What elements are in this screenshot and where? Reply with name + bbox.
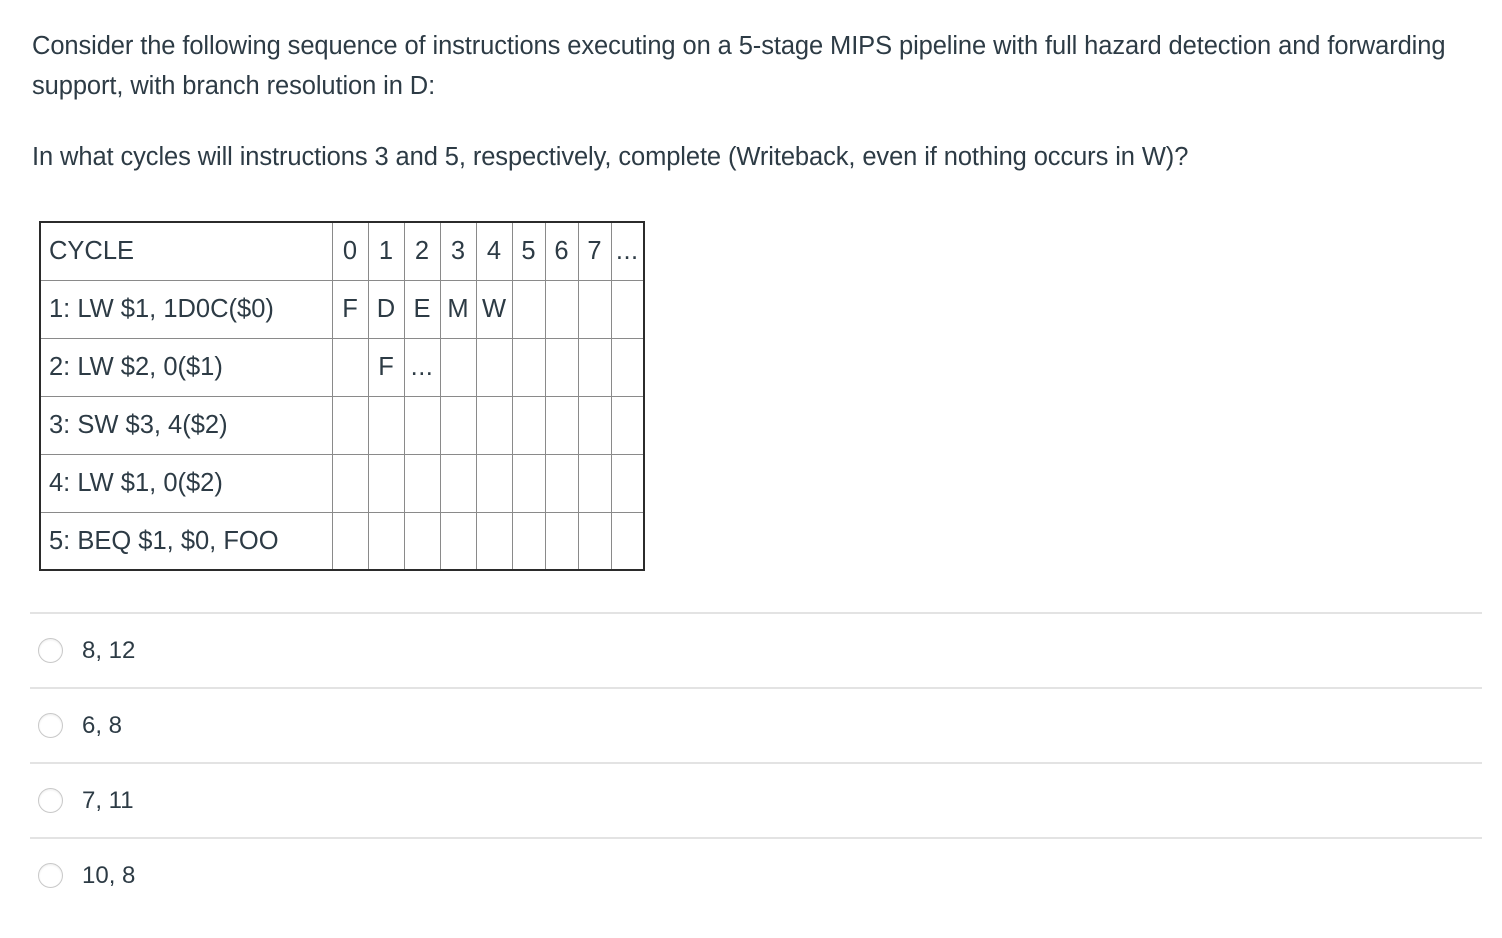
radio-button-option-1[interactable] xyxy=(38,638,63,663)
instruction-2-cycle-1: F xyxy=(367,337,405,397)
instruction-5-cycle-ellipsis xyxy=(610,511,645,571)
instruction-4-cycle-2 xyxy=(403,453,441,513)
instruction-3-cycle-2 xyxy=(403,395,441,455)
radio-button-option-4[interactable] xyxy=(38,863,63,888)
prompt-paragraph-1: Consider the following sequence of instr… xyxy=(32,32,1446,100)
instruction-4-cycle-4 xyxy=(475,453,513,513)
answer-option-2-label: 6, 8 xyxy=(82,711,123,739)
table-row: 5: BEQ $1, $0, FOO xyxy=(39,511,645,571)
table-row: 3: SW $3, 4($2) xyxy=(39,395,645,455)
header-cycle-1: 1 xyxy=(367,221,405,281)
instruction-3-cycle-5 xyxy=(511,395,546,455)
instruction-3-cycle-1 xyxy=(367,395,405,455)
question-prompt: Consider the following sequence of instr… xyxy=(32,26,1452,177)
instruction-1-cycle-4: W xyxy=(475,279,513,339)
answer-option-4[interactable]: 10, 8 xyxy=(30,837,1482,912)
pipeline-table-container: CYCLE 0 1 2 3 4 5 6 7 ... 1: LW $1, 1D0C… xyxy=(39,221,645,571)
instruction-4-cycle-0 xyxy=(331,453,369,513)
instruction-3-cycle-7 xyxy=(577,395,612,455)
header-cycle-label: CYCLE xyxy=(39,221,333,281)
instruction-1-cycle-0: F xyxy=(331,279,369,339)
table-row: 4: LW $1, 0($2) xyxy=(39,453,645,513)
instruction-1-cycle-ellipsis xyxy=(610,279,645,339)
instruction-4-cycle-ellipsis xyxy=(610,453,645,513)
instruction-3-cycle-6 xyxy=(544,395,579,455)
radio-button-option-3[interactable] xyxy=(38,788,63,813)
radio-button-option-2[interactable] xyxy=(38,713,63,738)
header-cycle-2: 2 xyxy=(403,221,441,281)
instruction-5-cycle-3 xyxy=(439,511,477,571)
header-cycle-3: 3 xyxy=(439,221,477,281)
instruction-2-cycle-6 xyxy=(544,337,579,397)
instruction-2-cycle-ellipsis xyxy=(610,337,645,397)
instruction-4-cycle-3 xyxy=(439,453,477,513)
answer-option-1[interactable]: 8, 12 xyxy=(30,612,1482,687)
instruction-2-cycle-7 xyxy=(577,337,612,397)
instruction-2-cycle-0 xyxy=(331,337,369,397)
answer-option-4-label: 10, 8 xyxy=(82,861,136,889)
instruction-1-cycle-7 xyxy=(577,279,612,339)
instruction-2-label: 2: LW $2, 0($1) xyxy=(39,337,333,397)
instruction-5-label: 5: BEQ $1, $0, FOO xyxy=(39,511,333,571)
instruction-1-cycle-5 xyxy=(511,279,546,339)
instruction-2-cycle-4 xyxy=(475,337,513,397)
instruction-5-cycle-5 xyxy=(511,511,546,571)
header-cycle-7: 7 xyxy=(577,221,612,281)
instruction-5-cycle-0 xyxy=(331,511,369,571)
answer-options-list: 8, 12 6, 8 7, 11 10, 8 xyxy=(30,612,1482,912)
instruction-4-cycle-6 xyxy=(544,453,579,513)
instruction-4-cycle-7 xyxy=(577,453,612,513)
table-row: 2: LW $2, 0($1) F ... xyxy=(39,337,645,397)
instruction-5-cycle-6 xyxy=(544,511,579,571)
header-cycle-6: 6 xyxy=(544,221,579,281)
instruction-3-cycle-4 xyxy=(475,395,513,455)
instruction-4-cycle-1 xyxy=(367,453,405,513)
table-header-row: CYCLE 0 1 2 3 4 5 6 7 ... xyxy=(39,221,645,281)
instruction-1-cycle-3: M xyxy=(439,279,477,339)
answer-option-1-label: 8, 12 xyxy=(82,636,136,664)
instruction-4-label: 4: LW $1, 0($2) xyxy=(39,453,333,513)
instruction-5-cycle-2 xyxy=(403,511,441,571)
header-cycle-4: 4 xyxy=(475,221,513,281)
instruction-3-label: 3: SW $3, 4($2) xyxy=(39,395,333,455)
instruction-5-cycle-7 xyxy=(577,511,612,571)
instruction-2-cycle-5 xyxy=(511,337,546,397)
header-cycle-ellipsis: ... xyxy=(610,221,645,281)
instruction-4-cycle-5 xyxy=(511,453,546,513)
table-row: 1: LW $1, 1D0C($0) F D E M W xyxy=(39,279,645,339)
answer-option-3-label: 7, 11 xyxy=(82,786,134,814)
header-cycle-0: 0 xyxy=(331,221,369,281)
instruction-1-cycle-1: D xyxy=(367,279,405,339)
instruction-3-cycle-ellipsis xyxy=(610,395,645,455)
instruction-1-label: 1: LW $1, 1D0C($0) xyxy=(39,279,333,339)
instruction-1-cycle-6 xyxy=(544,279,579,339)
prompt-paragraph-2: In what cycles will instructions 3 and 5… xyxy=(32,143,1189,171)
instruction-2-cycle-3 xyxy=(439,337,477,397)
answer-option-3[interactable]: 7, 11 xyxy=(30,762,1482,837)
pipeline-table: CYCLE 0 1 2 3 4 5 6 7 ... 1: LW $1, 1D0C… xyxy=(39,221,645,571)
header-cycle-5: 5 xyxy=(511,221,546,281)
instruction-3-cycle-3 xyxy=(439,395,477,455)
instruction-3-cycle-0 xyxy=(331,395,369,455)
instruction-1-cycle-2: E xyxy=(403,279,441,339)
instruction-2-cycle-2: ... xyxy=(403,337,441,397)
instruction-5-cycle-4 xyxy=(475,511,513,571)
answer-option-2[interactable]: 6, 8 xyxy=(30,687,1482,762)
instruction-5-cycle-1 xyxy=(367,511,405,571)
